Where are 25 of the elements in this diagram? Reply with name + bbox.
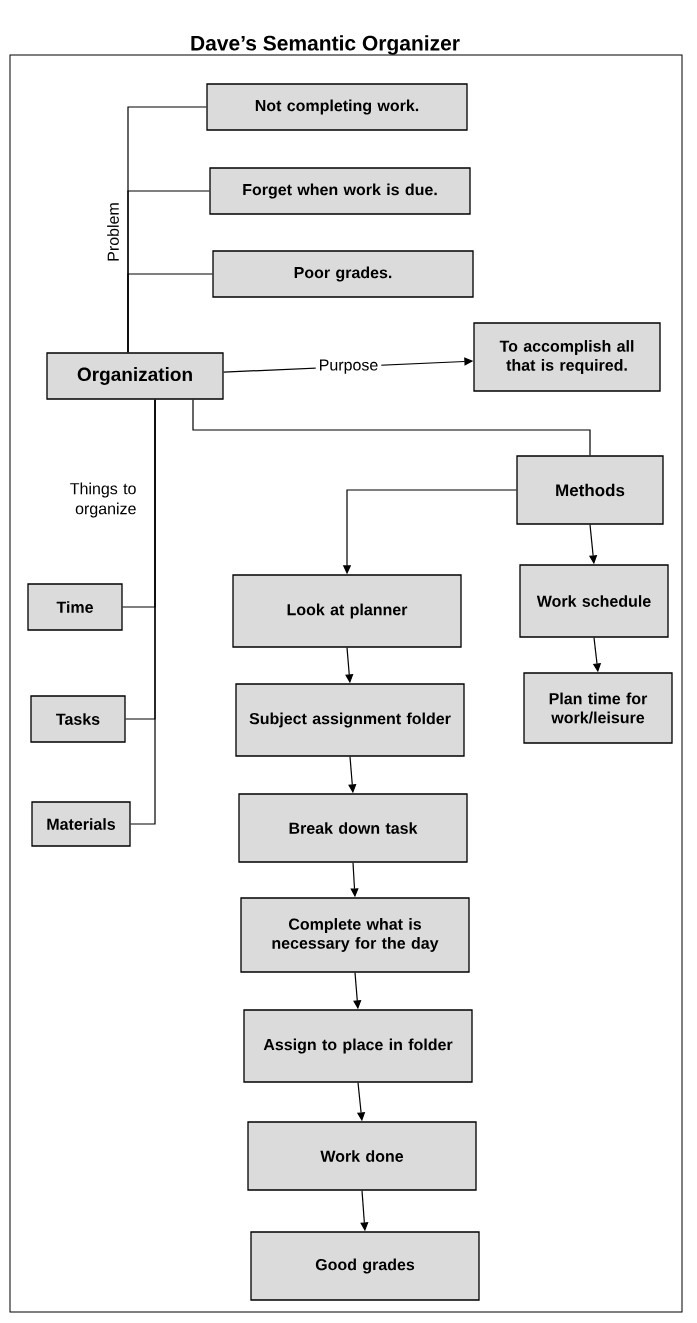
- branch-label: Things to organize: [70, 482, 136, 518]
- concept-box: Poor grades.: [212, 250, 474, 298]
- concept-box: Look at planner: [232, 574, 462, 648]
- branch-label: Problem: [107, 203, 119, 261]
- concept-box: Work schedule: [519, 564, 669, 638]
- concept-box: Time: [27, 583, 123, 631]
- concept-box: Plan time for work/leisure: [523, 672, 673, 744]
- concept-box: Assign to place in folder: [243, 1009, 473, 1083]
- concept-box: Forget when work is due.: [209, 167, 471, 215]
- concept-box: Tasks: [30, 695, 126, 743]
- concept-box: Complete what is necessary for the day: [240, 897, 470, 973]
- concept-box: Methods: [516, 455, 664, 525]
- concept-box: Break down task: [238, 793, 468, 863]
- topic-box: Organization: [46, 352, 224, 400]
- title: Dave’s Semantic Organizer: [191, 35, 460, 55]
- concept-box: Not completing work.: [206, 83, 468, 131]
- connector: [127, 273, 213, 353]
- concept-box: Work done: [247, 1121, 477, 1191]
- concept-box: Materials: [31, 801, 131, 847]
- edge-label: Purpose: [315, 356, 382, 377]
- connector: [130, 399, 156, 825]
- connector: [192, 399, 591, 456]
- concept-box: Subject assignment folder: [235, 683, 465, 757]
- concept-box: Good grades: [250, 1231, 480, 1301]
- concept-box: To accomplish all that is required.: [473, 322, 661, 392]
